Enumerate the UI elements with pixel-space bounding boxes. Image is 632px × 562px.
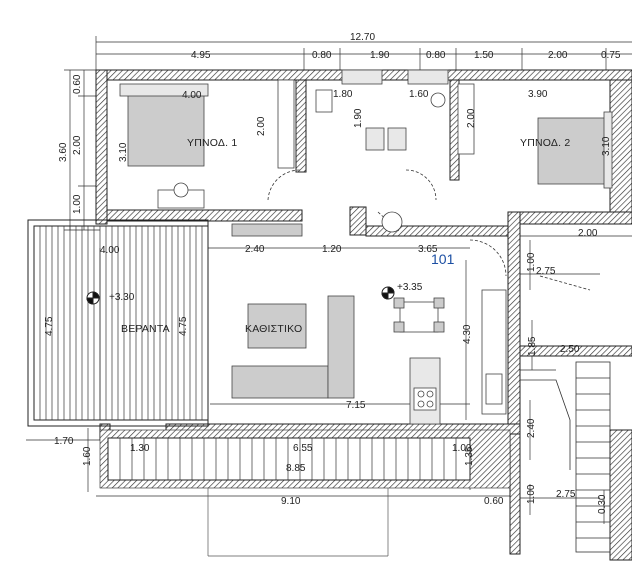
dim-stair-250: 2.50 xyxy=(560,344,580,355)
dim-bath2: 1.60 xyxy=(409,89,429,100)
dim-bed2-height: 3.10 xyxy=(601,136,612,156)
dim-bed1-width: 4.00 xyxy=(182,90,202,101)
dim-bottom-160: 1.60 xyxy=(82,446,93,466)
dim-bottom-170: 1.70 xyxy=(54,436,74,447)
projection-lines xyxy=(207,488,389,557)
dim-stair-030: 0.30 xyxy=(597,494,608,514)
dim-bottom-655: 6.55 xyxy=(293,443,313,454)
level-markers xyxy=(86,286,395,305)
dim-left-200: 2.00 xyxy=(72,135,83,155)
dim-bottom-060: 0.60 xyxy=(484,496,504,507)
dim-stair-275-top: 2.75 xyxy=(536,266,556,277)
dim-left-100: 1.00 xyxy=(72,194,83,214)
dim-veranda-height-right: 4.75 xyxy=(178,316,189,336)
dim-overall-top: 12.70 xyxy=(350,32,376,43)
dim-bed1-closet: 2.00 xyxy=(256,116,267,136)
room-label-living: ΚΑΘΙΣΤΙΚΟ xyxy=(245,323,303,335)
room-label-bedroom1: ΥΠΝΟΔ. 1 xyxy=(187,137,238,149)
dim-bath1-vertical: 1.90 xyxy=(353,108,364,128)
unit-number: 101 xyxy=(431,251,455,267)
dim-hall-1: 2.40 xyxy=(245,244,265,255)
veranda-decking xyxy=(39,226,457,480)
dim-stair-200: 2.00 xyxy=(578,228,598,239)
room-label-veranda: ΒΕΡΑΝΤΑ xyxy=(121,323,170,335)
dim-kitchen-height: 4.30 xyxy=(462,324,473,344)
dim-top-4: 0.80 xyxy=(426,50,446,61)
dim-stair-100-bottom: 1.00 xyxy=(526,484,537,504)
dim-bed1-height: 3.10 xyxy=(118,142,129,162)
dim-hall-3: 3.65 xyxy=(418,244,438,255)
dim-top-2: 0.80 xyxy=(312,50,332,61)
dim-bath1: 1.80 xyxy=(333,89,353,100)
room-label-bedroom2: ΥΠΝΟΔ. 2 xyxy=(520,137,571,149)
dim-top-7: 0.75 xyxy=(601,50,621,61)
dim-stair-185: 1.85 xyxy=(527,336,538,356)
dim-left-060: 0.60 xyxy=(72,74,83,94)
dim-bottom-130: 1.30 xyxy=(130,443,150,454)
furniture xyxy=(119,69,613,425)
level-veranda: +3.30 xyxy=(109,292,135,303)
dim-bottom-910: 9.10 xyxy=(281,496,301,507)
dim-top-3: 1.90 xyxy=(370,50,390,61)
dim-bottom-885: 8.85 xyxy=(286,463,306,474)
dim-top-1: 4.95 xyxy=(191,50,211,61)
dim-stair-275-bottom: 2.75 xyxy=(556,489,576,500)
dim-left-360: 3.60 xyxy=(58,142,69,162)
dim-bed2-closet: 2.00 xyxy=(466,108,477,128)
dim-top-5: 1.50 xyxy=(474,50,494,61)
stair xyxy=(520,361,611,553)
dim-stair-240: 2.40 xyxy=(526,418,537,438)
dim-living-width: 7.15 xyxy=(346,400,366,411)
dim-stair-100-top: 1.00 xyxy=(526,252,537,272)
dim-top-6: 2.00 xyxy=(548,50,568,61)
dim-veranda-width: 4.00 xyxy=(100,245,120,256)
dim-hall-2: 1.20 xyxy=(322,244,342,255)
doors xyxy=(267,169,591,291)
dim-bottom-100: 1.00 xyxy=(452,443,472,454)
dim-bottom-135: 1.35 xyxy=(464,446,475,466)
level-living: +3.35 xyxy=(397,282,423,293)
dim-veranda-height-left: 4.75 xyxy=(44,316,55,336)
dim-bed2-width: 3.90 xyxy=(528,89,548,100)
